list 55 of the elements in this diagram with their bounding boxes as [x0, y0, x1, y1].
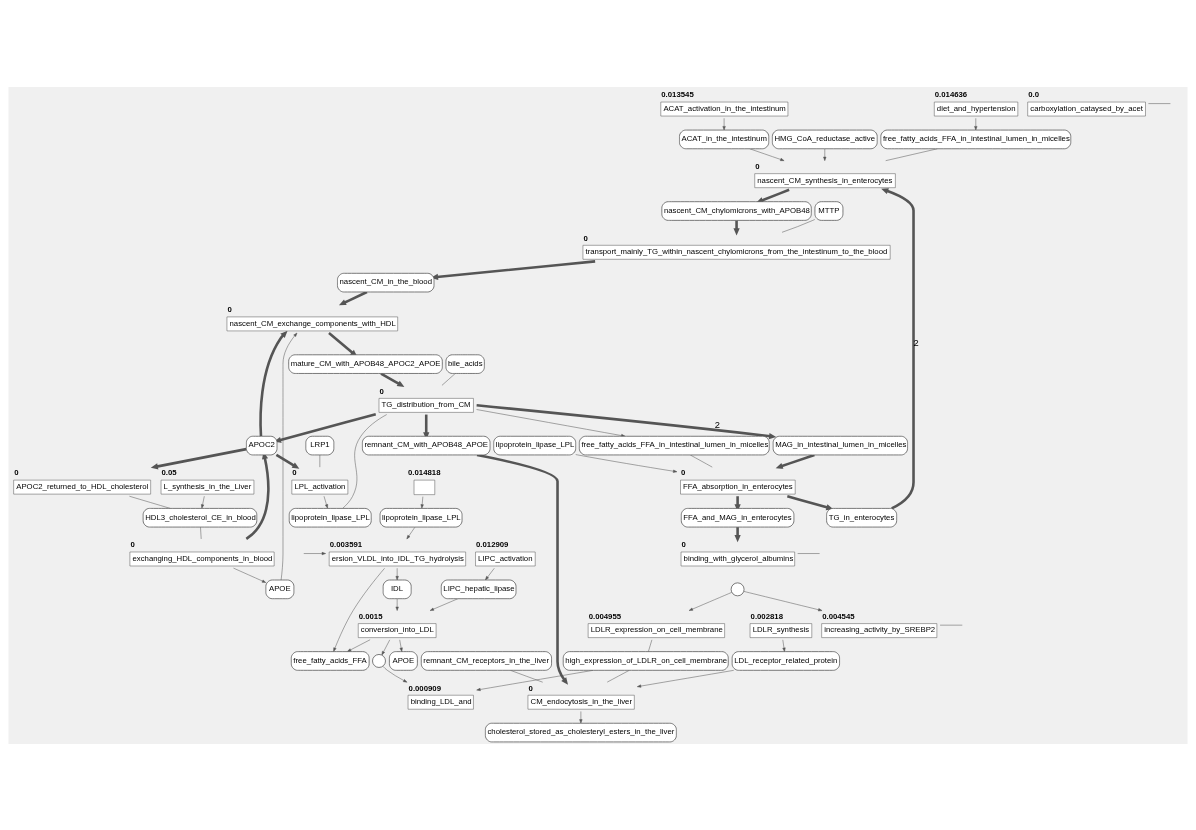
arrow — [579, 710, 583, 723]
connector — [342, 413, 387, 509]
arrow — [688, 591, 732, 611]
connector — [797, 552, 820, 554]
arrow — [399, 639, 403, 652]
connector — [690, 454, 713, 467]
arrow — [476, 403, 777, 439]
connector — [606, 669, 630, 682]
arrow — [280, 332, 298, 580]
arrow — [259, 330, 288, 436]
arrow — [275, 453, 300, 469]
arrow — [274, 412, 377, 443]
arrow — [575, 453, 678, 473]
edge-label: 2 — [714, 419, 720, 430]
arrow — [786, 494, 834, 510]
arrow — [743, 590, 823, 611]
arrow — [381, 639, 391, 655]
node-circle — [730, 581, 745, 596]
arrow — [333, 567, 385, 652]
arrow — [233, 567, 267, 583]
arrow — [380, 371, 405, 387]
connector — [781, 218, 816, 233]
arrow — [347, 638, 371, 652]
arrow — [429, 597, 459, 611]
arrow — [637, 669, 734, 688]
connector — [319, 454, 321, 467]
connector — [1148, 102, 1171, 104]
arrow — [775, 453, 815, 469]
connector — [200, 526, 202, 539]
arrow — [338, 290, 368, 305]
edge-label: 2 — [913, 337, 919, 348]
arrow — [406, 526, 416, 539]
arrow — [382, 665, 408, 682]
connector — [441, 372, 456, 386]
arrow — [734, 495, 741, 511]
arrow — [823, 148, 827, 161]
arrow — [476, 453, 568, 685]
arrow — [420, 495, 424, 508]
arrow — [201, 495, 205, 508]
arrow — [881, 187, 915, 509]
arrow — [749, 148, 785, 161]
connector — [648, 639, 653, 652]
arrow — [323, 495, 328, 508]
arrow — [423, 414, 430, 439]
arrow — [722, 117, 726, 130]
arrow — [476, 408, 626, 437]
arrow — [303, 551, 326, 555]
arrow — [485, 567, 495, 580]
node-circle — [372, 653, 386, 668]
arrow — [150, 447, 247, 469]
connector — [510, 669, 543, 682]
arrow — [782, 639, 786, 652]
arrow — [974, 117, 978, 130]
arrow — [395, 598, 399, 611]
arrow — [395, 567, 399, 580]
